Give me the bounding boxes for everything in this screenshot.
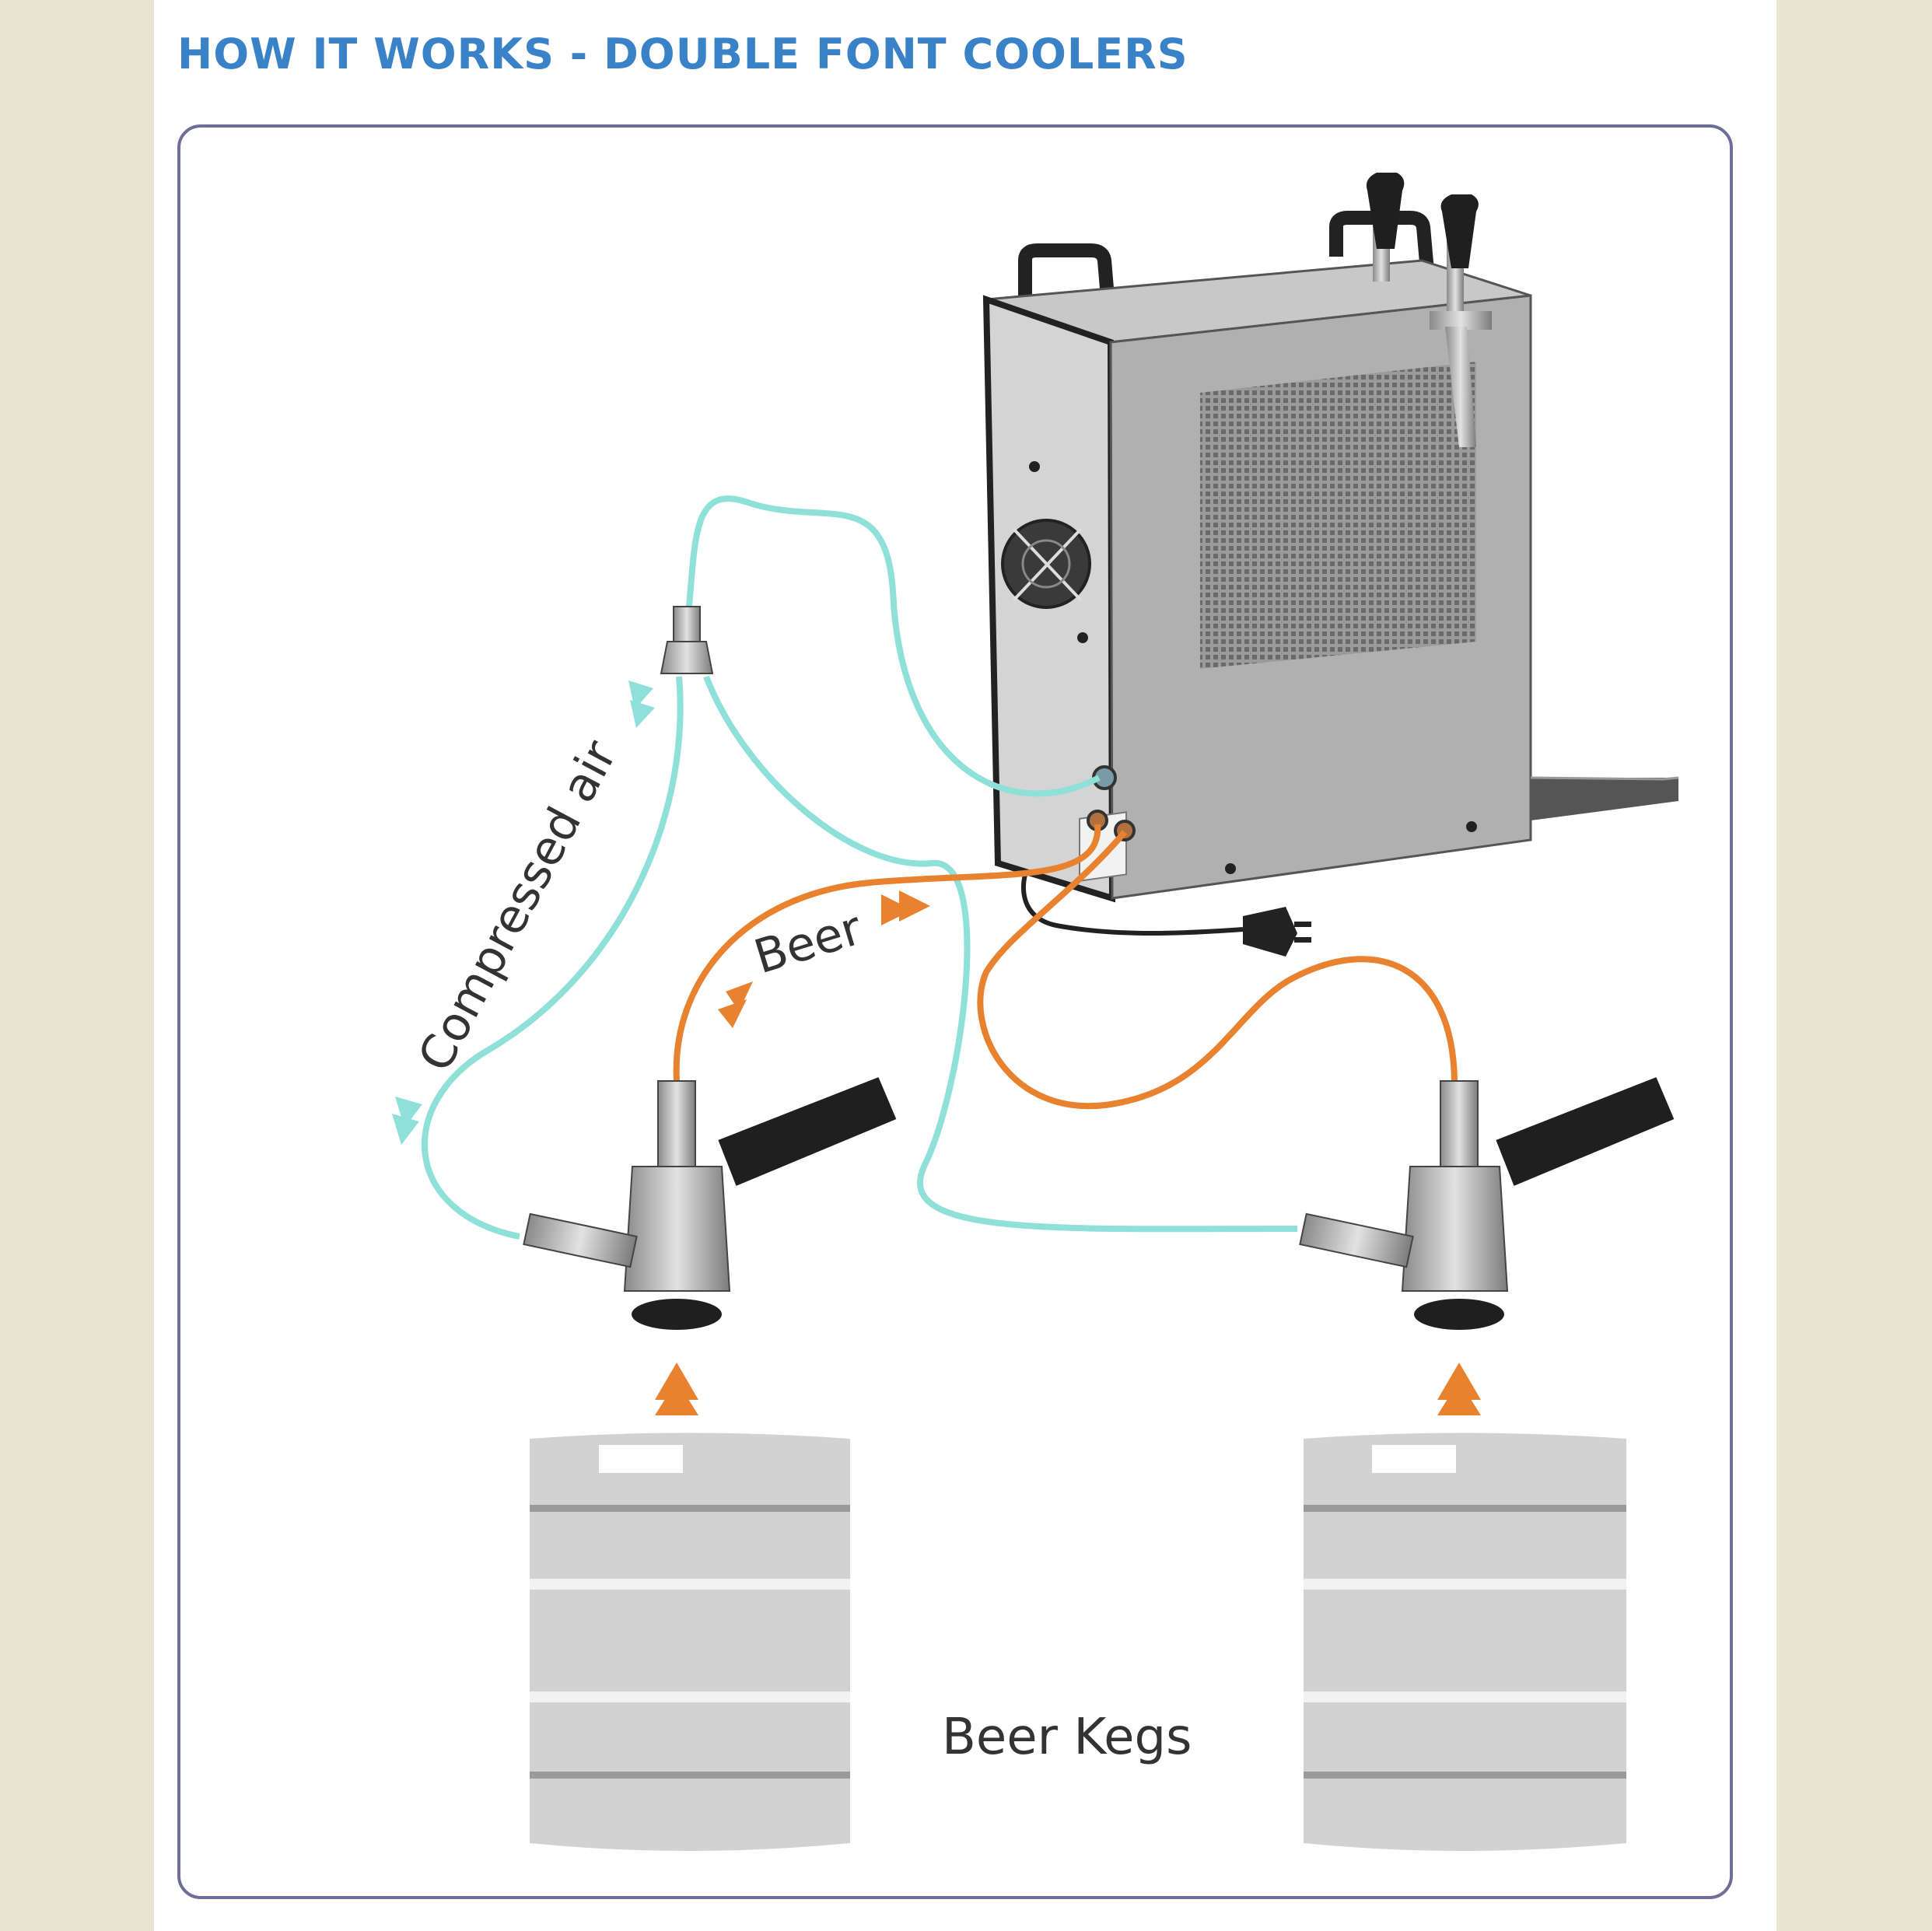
gas-splitter-icon	[660, 606, 714, 674]
page: HOW IT WORKS - DOUBLE FONT COOLERS	[154, 0, 1776, 1931]
compressed-air-lines	[422, 495, 1298, 1240]
beer-keg-icon	[1304, 1433, 1626, 1851]
power-plug-icon	[1243, 907, 1311, 957]
beer-keg-icon	[530, 1433, 850, 1851]
drip-tray-icon	[1530, 776, 1679, 820]
beer-lines	[673, 824, 1458, 1110]
fan-grille-icon	[1001, 461, 1091, 643]
keg-coupler-icon	[1299, 1077, 1675, 1330]
double-font-cooler-icon	[982, 173, 1679, 903]
keg-coupler-icon	[523, 1077, 897, 1330]
air-flow-arrow-icon	[392, 680, 655, 1145]
page-title: HOW IT WORKS - DOUBLE FONT COOLERS	[177, 30, 1188, 79]
beer-tap-handle-icon	[1366, 173, 1492, 447]
beer-flow-arrow-icon	[655, 890, 1481, 1415]
beer-kegs-label: Beer Kegs	[942, 1709, 1192, 1766]
diagram: Compressed air Beer Beer Kegs	[392, 173, 1679, 1851]
power-cord	[1020, 852, 1244, 936]
vent-grille	[1200, 362, 1476, 669]
